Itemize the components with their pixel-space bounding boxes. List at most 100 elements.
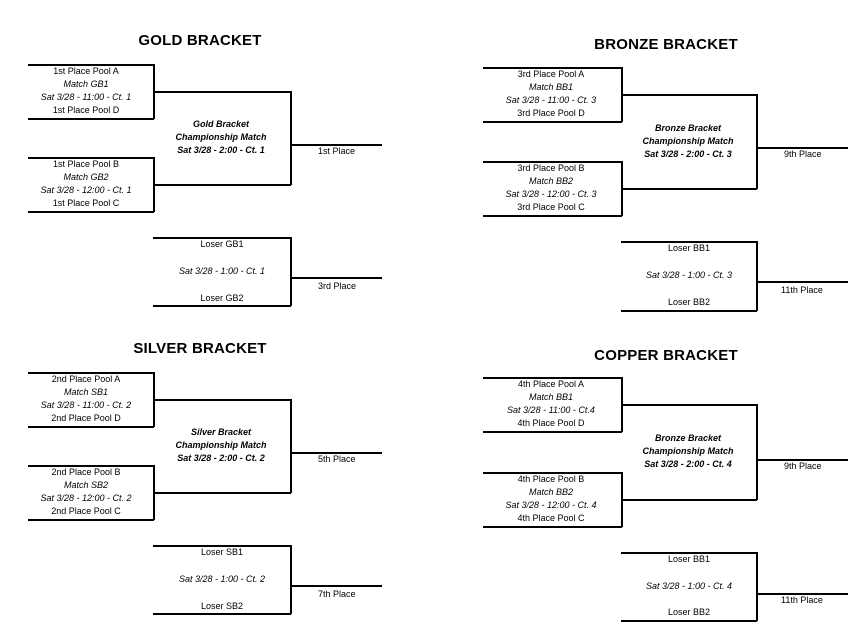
silver-champ-line1: Silver Bracket <box>190 427 252 437</box>
copper-cons-result: 11th Place <box>781 595 823 605</box>
silver-champ-top-line <box>153 399 291 401</box>
copper-cons-time: Sat 3/28 - 1:00 - Ct. 4 <box>645 581 733 591</box>
silver-cons-right-line <box>290 545 292 614</box>
gold-cons-top-line <box>153 237 291 239</box>
copper-cons-right-line <box>756 552 758 621</box>
bronze-cons-top-line <box>621 241 757 243</box>
silver-cons-top-line <box>153 545 291 547</box>
bronze-cons-top-team: Loser BB1 <box>667 243 711 253</box>
bronze-champ-top-line <box>621 94 757 96</box>
gb2-match-time: Sat 3/28 - 12:00 - Ct. 1 <box>40 185 132 195</box>
cb2-bottom-line <box>483 526 622 528</box>
sb1-match-time: Sat 3/28 - 11:00 - Ct. 2 <box>40 400 132 410</box>
sb2-top-team: 2nd Place Pool B <box>51 467 121 477</box>
copper-champ-top-line <box>621 404 757 406</box>
copper-champ-result-line <box>756 459 848 461</box>
bb1-match-time: Sat 3/28 - 11:00 - Ct. 3 <box>505 95 597 105</box>
gold-champ-line2: Championship Match <box>175 132 267 142</box>
silver-bracket-title: SILVER BRACKET <box>133 340 267 357</box>
cb1-match-name: Match BB1 <box>528 392 574 402</box>
gold-champ-bottom-line <box>153 184 291 186</box>
gb2-match-name: Match GB2 <box>63 172 109 182</box>
cb2-match-name: Match BB2 <box>528 487 574 497</box>
gold-cons-bottom-line <box>153 305 291 307</box>
sb1-match-name: Match SB1 <box>63 387 109 397</box>
sb2-bottom-line <box>28 519 154 521</box>
copper-champ-result: 9th Place <box>784 461 822 471</box>
copper-cons-result-line <box>756 593 848 595</box>
sb1-top-team: 2nd Place Pool A <box>51 374 121 384</box>
silver-champ-line2: Championship Match <box>175 440 267 450</box>
copper-cons-top-team: Loser BB1 <box>667 554 711 564</box>
bronze-champ-line1: Bronze Bracket <box>654 123 722 133</box>
bronze-cons-result-line <box>756 281 848 283</box>
sb2-match-name: Match SB2 <box>63 480 109 490</box>
gb1-top-team: 1st Place Pool A <box>53 66 119 76</box>
cb1-bottom-team: 4th Place Pool D <box>517 418 585 428</box>
gb2-bottom-line <box>28 211 154 213</box>
gold-champ-line3: Sat 3/28 - 2:00 - Ct. 1 <box>177 145 265 155</box>
silver-champ-line3: Sat 3/28 - 2:00 - Ct. 2 <box>177 453 265 463</box>
sb1-bottom-line <box>28 426 154 428</box>
bronze-cons-right-line <box>756 241 758 311</box>
bb1-match-name: Match BB1 <box>528 82 574 92</box>
bb2-top-line <box>483 161 622 163</box>
sb2-top-line <box>28 465 154 467</box>
bronze-bracket-title: BRONZE BRACKET <box>594 36 738 53</box>
bb2-match-time: Sat 3/28 - 12:00 - Ct. 3 <box>505 189 597 199</box>
silver-cons-time: Sat 3/28 - 1:00 - Ct. 2 <box>178 574 266 584</box>
bb1-top-line <box>483 67 622 69</box>
gb2-bottom-team: 1st Place Pool C <box>52 198 120 208</box>
gold-cons-result-line <box>290 277 382 279</box>
copper-champ-right-line <box>756 404 758 500</box>
silver-cons-result: 7th Place <box>318 589 356 599</box>
gb1-top-line <box>28 64 154 66</box>
cb1-match-time: Sat 3/28 - 11:00 - Ct.4 <box>507 405 595 415</box>
bb2-top-team: 3rd Place Pool B <box>517 163 585 173</box>
sb2-match-time: Sat 3/28 - 12:00 - Ct. 2 <box>40 493 132 503</box>
copper-champ-line2: Championship Match <box>642 446 734 456</box>
silver-cons-bottom-line <box>153 613 291 615</box>
gold-champ-line1: Gold Bracket <box>192 119 250 129</box>
sb1-top-line <box>28 372 154 374</box>
gold-cons-top-team: Loser GB1 <box>200 239 244 249</box>
bronze-champ-result: 9th Place <box>784 149 822 159</box>
copper-champ-bottom-line <box>621 499 757 501</box>
gb1-bottom-line <box>28 118 154 120</box>
bronze-champ-bottom-line <box>621 188 757 190</box>
cb2-top-team: 4th Place Pool B <box>517 474 585 484</box>
bronze-cons-time: Sat 3/28 - 1:00 - Ct. 3 <box>645 270 733 280</box>
bb1-bottom-team: 3rd Place Pool D <box>517 108 585 118</box>
bronze-champ-line2: Championship Match <box>642 136 734 146</box>
bronze-cons-bottom-team: Loser BB2 <box>667 297 711 307</box>
gb2-top-line <box>28 157 154 159</box>
copper-cons-top-line <box>621 552 757 554</box>
sb2-bottom-team: 2nd Place Pool C <box>51 506 121 516</box>
gold-champ-result: 1st Place <box>318 146 356 156</box>
gold-champ-top-line <box>153 91 291 93</box>
bb1-top-team: 3rd Place Pool A <box>517 69 585 79</box>
cb2-top-line <box>483 472 622 474</box>
cb1-top-line <box>483 377 622 379</box>
bb2-match-name: Match BB2 <box>528 176 574 186</box>
silver-cons-top-team: Loser SB1 <box>200 547 244 557</box>
bronze-cons-bottom-line <box>621 310 757 312</box>
cb1-top-team: 4th Place Pool A <box>517 379 585 389</box>
silver-champ-result: 5th Place <box>318 454 356 464</box>
gold-cons-right-line <box>290 237 292 306</box>
bronze-champ-result-line <box>756 147 848 149</box>
bb2-bottom-line <box>483 215 622 217</box>
bronze-champ-right-line <box>756 94 758 189</box>
copper-cons-bottom-line <box>621 620 757 622</box>
silver-cons-result-line <box>290 585 382 587</box>
bronze-cons-result: 11th Place <box>781 285 823 295</box>
copper-bracket-title: COPPER BRACKET <box>594 347 738 364</box>
gb1-match-time: Sat 3/28 - 11:00 - Ct. 1 <box>40 92 132 102</box>
bb1-bottom-line <box>483 121 622 123</box>
gb2-top-team: 1st Place Pool B <box>52 159 120 169</box>
silver-cons-bottom-team: Loser SB2 <box>200 601 244 611</box>
copper-champ-line3: Sat 3/28 - 2:00 - Ct. 4 <box>644 459 732 469</box>
silver-champ-result-line <box>290 452 382 454</box>
copper-cons-bottom-team: Loser BB2 <box>667 607 711 617</box>
gb1-match-name: Match GB1 <box>63 79 109 89</box>
